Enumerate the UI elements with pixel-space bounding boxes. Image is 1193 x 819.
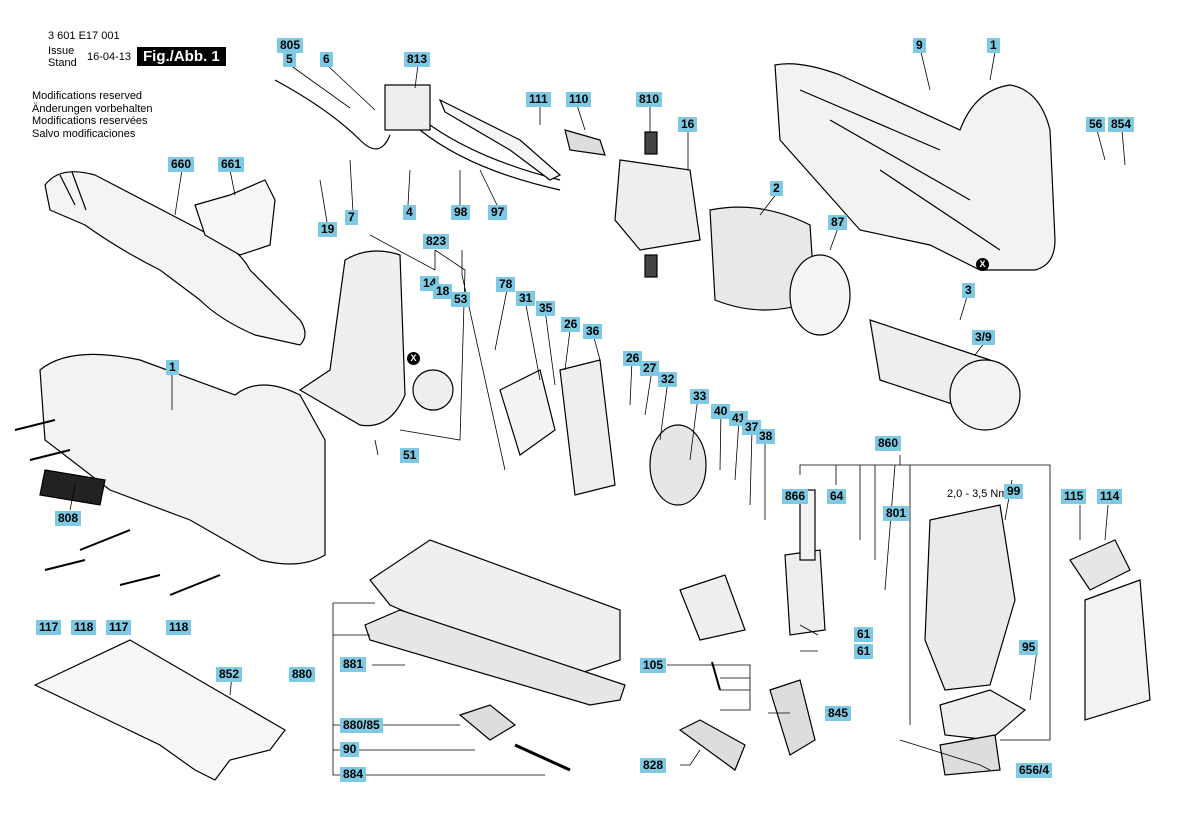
- part-label[interactable]: 26: [561, 317, 581, 332]
- part-label[interactable]: 866: [782, 489, 809, 504]
- gear-housing-drawing: [924, 504, 1016, 691]
- part-label[interactable]: 117: [36, 620, 62, 635]
- part-label[interactable]: 19: [318, 222, 338, 237]
- part-label[interactable]: 884: [340, 767, 367, 782]
- housing-half-left-drawing: [39, 353, 326, 565]
- motor-housing-drawing: [298, 250, 406, 427]
- part-label[interactable]: 105: [640, 658, 667, 673]
- note-line: Salvo modificaciones: [32, 127, 136, 140]
- part-label[interactable]: 90: [340, 742, 360, 757]
- electronics-drawing: [1069, 539, 1131, 591]
- part-label[interactable]: 660: [168, 157, 195, 172]
- part-label[interactable]: 805: [277, 38, 304, 53]
- part-label[interactable]: 114: [1097, 489, 1123, 504]
- part-label[interactable]: 61: [854, 644, 874, 659]
- dust-adapter-drawing: [44, 171, 306, 346]
- stand-label: Stand: [48, 57, 77, 69]
- gear-drawing: [649, 424, 707, 506]
- part-label[interactable]: 828: [640, 758, 667, 773]
- part-label[interactable]: 880: [289, 667, 316, 682]
- x-marker: X: [407, 352, 420, 365]
- part-label[interactable]: 2: [770, 181, 783, 196]
- slide-plate-drawing: [33, 639, 286, 781]
- part-label[interactable]: 881: [340, 657, 367, 672]
- base-plate-drawing: [369, 539, 621, 681]
- note-line: Modifications reservées: [32, 115, 148, 127]
- housing-half-right-drawing: [774, 63, 1056, 271]
- part-label[interactable]: 32: [658, 372, 678, 387]
- part-label[interactable]: 1: [166, 360, 179, 375]
- part-label[interactable]: 854: [1108, 117, 1135, 132]
- part-label[interactable]: 53: [451, 292, 471, 307]
- part-label[interactable]: 656/4: [1016, 763, 1053, 778]
- part-label[interactable]: 661: [218, 157, 245, 172]
- part-label[interactable]: 845: [825, 706, 852, 721]
- part-label[interactable]: 1: [987, 38, 1000, 53]
- part-label[interactable]: 810: [636, 92, 663, 107]
- dust-guard-drawing: [194, 179, 276, 256]
- part-label[interactable]: 9: [913, 38, 926, 53]
- notes-block: Modifications reserved Änderungen vorbeh…: [32, 90, 152, 140]
- note-line: Modifications reserved: [32, 90, 143, 102]
- figure-label: Fig./Abb. 1: [137, 47, 226, 66]
- part-label[interactable]: 97: [488, 205, 508, 220]
- x-marker: X: [976, 258, 989, 271]
- part-label[interactable]: 33: [690, 389, 710, 404]
- part-label[interactable]: 98: [451, 205, 471, 220]
- part-label[interactable]: 860: [875, 436, 902, 451]
- part-label[interactable]: 118: [71, 620, 97, 635]
- torque-spec: 2,0 - 3,5 Nm: [947, 488, 1008, 500]
- part-label[interactable]: 99: [1004, 484, 1024, 499]
- part-label[interactable]: 7: [345, 210, 358, 225]
- part-label[interactable]: 111: [526, 92, 551, 107]
- part-label[interactable]: 51: [400, 448, 420, 463]
- part-label[interactable]: 16: [678, 117, 698, 132]
- part-label[interactable]: 110: [566, 92, 592, 107]
- part-label[interactable]: 26: [623, 351, 643, 366]
- part-label[interactable]: 40: [711, 404, 731, 419]
- part-label[interactable]: 880/85: [340, 718, 383, 733]
- part-label[interactable]: 6: [320, 52, 333, 67]
- part-label[interactable]: 115: [1061, 489, 1087, 504]
- doc-number: 3 601 E17 001: [48, 30, 120, 42]
- issue-date: 16-04-13: [87, 51, 132, 63]
- base-plate-lower-drawing: [364, 609, 626, 706]
- issue-label: Issue: [48, 45, 75, 57]
- part-label[interactable]: 78: [496, 277, 516, 292]
- part-label[interactable]: 36: [583, 324, 603, 339]
- part-label[interactable]: 35: [536, 301, 556, 316]
- part-label[interactable]: 87: [828, 215, 848, 230]
- switch-drawing: [384, 84, 431, 131]
- part-label[interactable]: 56: [1086, 117, 1106, 132]
- part-label[interactable]: 18: [433, 284, 453, 299]
- part-label[interactable]: 61: [854, 627, 874, 642]
- note-line: Änderungen vorbehalten: [32, 102, 153, 115]
- part-label[interactable]: 31: [516, 291, 536, 306]
- part-label[interactable]: 3/9: [972, 330, 995, 345]
- part-label[interactable]: 5: [283, 52, 296, 67]
- part-label[interactable]: 38: [756, 429, 776, 444]
- part-label[interactable]: 813: [404, 52, 431, 67]
- part-label[interactable]: 95: [1019, 640, 1039, 655]
- part-label[interactable]: 801: [883, 506, 910, 521]
- brush-holder-drawing: [614, 159, 701, 251]
- part-label[interactable]: 64: [827, 489, 847, 504]
- part-label[interactable]: 117: [106, 620, 132, 635]
- part-label[interactable]: 808: [55, 511, 82, 526]
- part-label[interactable]: 118: [166, 620, 192, 635]
- part-label[interactable]: 823: [423, 234, 450, 249]
- part-label[interactable]: 27: [640, 361, 660, 376]
- part-label[interactable]: 852: [216, 667, 243, 682]
- plunger-drawing: [784, 549, 826, 636]
- part-label[interactable]: 3: [962, 283, 975, 298]
- part-label[interactable]: 4: [403, 205, 416, 220]
